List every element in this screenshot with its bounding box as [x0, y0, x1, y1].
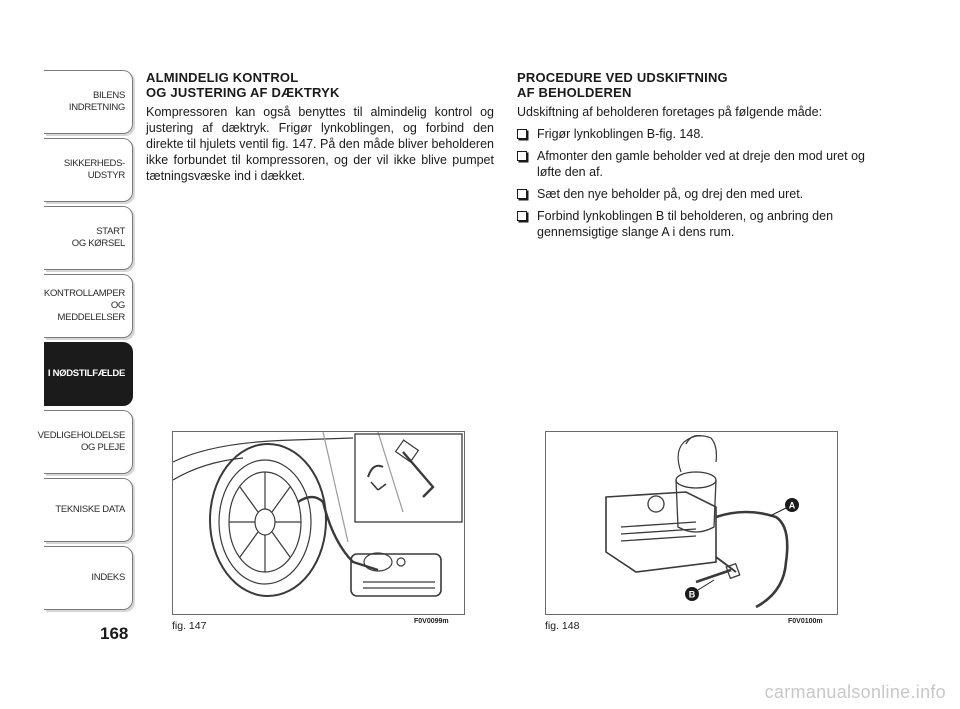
figure-code: F0V0099m [414, 618, 449, 625]
tab-label: INDEKS [91, 572, 125, 583]
figure-caption: fig. 147 [172, 620, 207, 632]
tab-start-og-korsel[interactable]: START OG KØRSEL [44, 206, 133, 270]
label-a-text: A [789, 501, 796, 511]
section-heading: ALMINDELIG KONTROL OG JUSTERING AF DÆKTR… [146, 70, 340, 100]
figure-caption: fig. 148 [545, 620, 580, 632]
list-item: Afmonter den gamle beholder ved at dreje… [517, 148, 865, 180]
right-column: PROCEDURE VED UDSKIFTNING AF BEHOLDEREN … [517, 70, 865, 246]
tab-sikkerhedsudstyr[interactable]: SIKKERHEDS- UDSTYR [44, 138, 133, 202]
tab-i-nodstilfaelde[interactable]: I NØDSTILFÆLDE [44, 342, 133, 406]
tab-label: TEKNISKE DATA [55, 504, 125, 515]
tab-label: SIKKERHEDS- UDSTYR [63, 158, 125, 181]
figure-147 [172, 431, 465, 615]
section-intro: Udskiftning af beholderen foretages på f… [517, 105, 823, 119]
tab-label: BILENS INDRETNING [68, 90, 125, 113]
procedure-steps: Frigør lynkoblingen B-fig. 148. Afmonter… [517, 126, 865, 240]
figure-code: F0V0100m [788, 618, 823, 625]
tab-bilens-indretning[interactable]: BILENS INDRETNING [44, 70, 133, 134]
list-item: Sæt den nye beholder på, og drej den med… [517, 186, 865, 202]
step-text: Frigør lynkoblingen B-fig. 148. [537, 127, 704, 141]
tab-label: I NØDSTILFÆLDE [47, 368, 125, 379]
step-text: Sæt den nye beholder på, og drej den med… [537, 187, 804, 201]
label-b: B [685, 579, 715, 601]
section-body: Kompressoren kan også benyttes til almin… [146, 105, 494, 183]
checkbox-bullet-icon [517, 129, 527, 139]
section-heading: PROCEDURE VED UDSKIFTNING AF BEHOLDEREN [517, 70, 728, 100]
tab-indeks[interactable]: INDEKS [44, 546, 133, 610]
container-replacement-illustration: A B [605, 435, 799, 609]
tab-tekniske-data[interactable]: TEKNISKE DATA [44, 478, 133, 542]
step-text: Afmonter den gamle beholder ved at dreje… [537, 149, 865, 179]
list-item: Forbind lynkoblingen B til beholderen, o… [517, 208, 865, 240]
label-b-text: B [689, 590, 696, 600]
label-a: A [769, 498, 799, 517]
checkbox-bullet-icon [517, 189, 527, 199]
checkbox-bullet-icon [517, 211, 527, 221]
tab-label: START OG KØRSEL [71, 226, 126, 249]
wheel-compressor-illustration [172, 431, 463, 597]
step-text: Forbind lynkoblingen B til beholderen, o… [537, 209, 834, 239]
watermark: carmanualsonline.info [764, 682, 946, 702]
page-number: 168 [100, 624, 129, 643]
tab-vedligeholdelse[interactable]: VEDLIGEHOLDELSE OG PLEJE [38, 410, 133, 474]
chapter-tabs: BILENS INDRETNING SIKKERHEDS- UDSTYR STA… [38, 70, 133, 614]
checkbox-bullet-icon [517, 151, 527, 161]
figure-148: A B [545, 431, 838, 615]
tab-kontrollamper[interactable]: KONTROLLAMPER OG MEDDELELSER [44, 274, 133, 338]
tab-label: VEDLIGEHOLDELSE OG PLEJE [37, 430, 126, 453]
list-item: Frigør lynkoblingen B-fig. 148. [517, 126, 865, 142]
left-column: ALMINDELIG KONTROL OG JUSTERING AF DÆKTR… [146, 70, 494, 184]
tab-label: KONTROLLAMPER OG MEDDELELSER [43, 288, 125, 323]
